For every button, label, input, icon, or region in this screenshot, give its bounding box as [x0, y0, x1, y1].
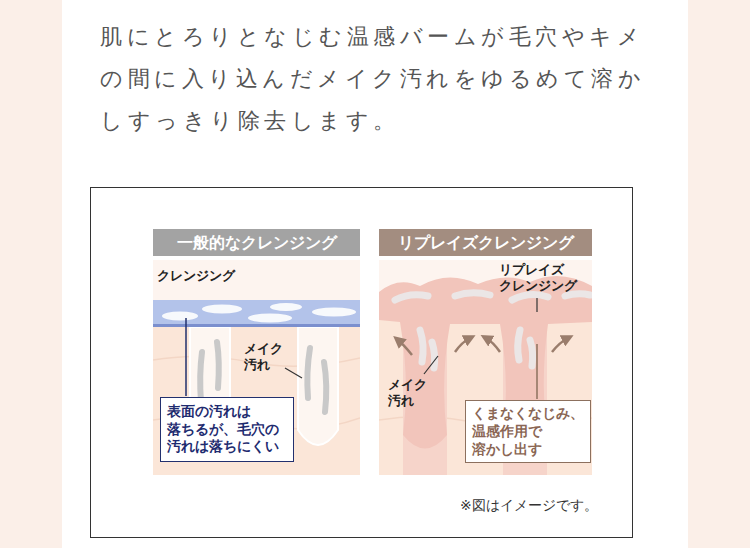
- illustration-part: [455, 293, 490, 296]
- part-label: メイク 汚れ: [388, 377, 432, 410]
- illustration-part: [248, 314, 292, 323]
- illustration-part: [455, 338, 470, 352]
- node-text: 一般的なクレンジング: [177, 232, 337, 253]
- illustration-part: [424, 356, 438, 374]
- header-band: リプレイズクレンジング: [379, 229, 592, 256]
- note: ※図はイメージです。: [460, 496, 630, 514]
- header-band: 一般的なクレンジング: [153, 229, 360, 256]
- node-text: 表面の汚れは 落ちるが、毛穴の 汚れは落ちにくい: [167, 403, 287, 456]
- illustration-part: [270, 303, 302, 311]
- content-panel: [62, 0, 688, 548]
- illustration-part: [536, 298, 537, 312]
- illustration-part: [312, 308, 356, 317]
- illustration-part: [398, 338, 568, 355]
- leader-lines: [186, 298, 537, 399]
- illustration-part: [530, 340, 533, 366]
- node-text: リプレイズクレンジング: [398, 232, 574, 253]
- illustration-part: [398, 340, 412, 355]
- part-label: クレンジング: [157, 268, 267, 284]
- illustration-part: [512, 295, 548, 300]
- illustration-part: [420, 330, 423, 362]
- illustration-part: [395, 295, 428, 300]
- illustration-part: [153, 260, 360, 475]
- skin-replace: [379, 260, 592, 475]
- illustration-part: [217, 342, 219, 388]
- illustration-part: [202, 305, 242, 314]
- illustration-part: [285, 368, 302, 378]
- illustration-part: [518, 330, 520, 360]
- node-text: くまなくなじみ、 温感作用で 溶かし出す: [472, 405, 584, 458]
- illustration-part: [395, 293, 590, 368]
- figure-frame: [91, 188, 633, 538]
- part-label: メイク 汚れ: [244, 341, 288, 374]
- illustration-part: [536, 344, 538, 399]
- illustration-part: [162, 312, 198, 321]
- illustration-part: [298, 327, 338, 445]
- intro-text: 肌にとろりとなじむ温感バームが毛穴やキメ の間に入り込んだメイク汚れをゆるめて溶…: [100, 16, 666, 142]
- part-label: リプレイズ クレンジング: [499, 262, 591, 295]
- illustration-part: [162, 303, 356, 323]
- illustration-part: [324, 362, 326, 412]
- illustration-part: [307, 348, 310, 398]
- callout-box: 表面の汚れは 落ちるが、毛穴の 汚れは落ちにくい: [160, 397, 294, 462]
- illustration-part: [552, 338, 568, 352]
- illustration-part: [200, 352, 202, 402]
- illustration-part: [153, 327, 360, 475]
- illustration-part: [379, 260, 592, 475]
- callout-box: くまなくなじみ、 温感作用で 溶かし出す: [465, 400, 591, 463]
- skin-normal: [153, 260, 360, 475]
- illustration-part: [153, 300, 360, 327]
- illustration-part: [486, 338, 500, 352]
- illustration-part: [153, 324, 360, 327]
- illustration-part: [185, 318, 187, 396]
- illustration-part: [565, 294, 590, 296]
